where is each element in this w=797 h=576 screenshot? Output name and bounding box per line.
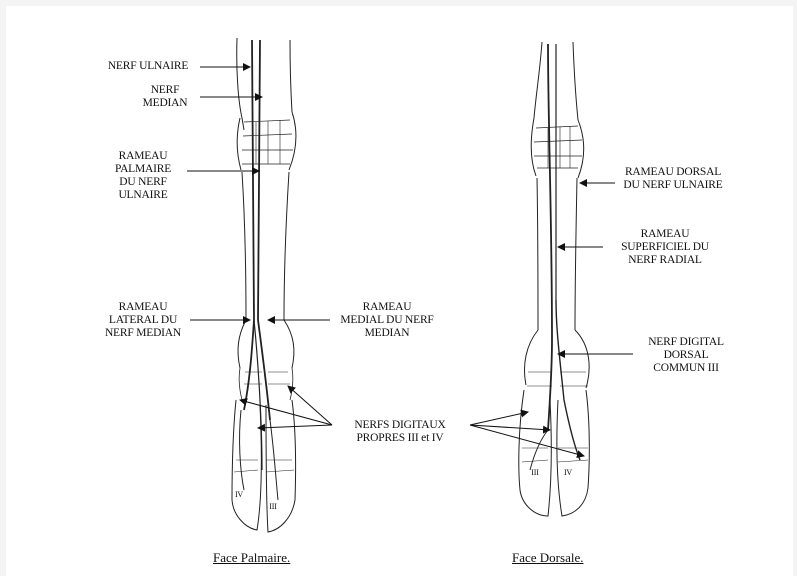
label-nerf-median: NERF MEDIAN: [130, 84, 200, 110]
caption-face-palmaire: Face Palmaire.: [213, 550, 290, 566]
digit-mark-palmar-iv: IV: [231, 488, 247, 501]
label-rameau-palmaire: RAMEAU PALMAIRE DU NERF ULNAIRE: [102, 150, 184, 202]
digit-mark-dorsal-iii: III: [526, 466, 544, 479]
caption-face-dorsale: Face Dorsale.: [512, 550, 583, 566]
digit-mark-palmar-iii: III: [264, 500, 282, 513]
label-nerf-digital-dorsal: NERF DIGITAL DORSAL COMMUN III: [636, 336, 736, 375]
dorsal-limb-drawing: [519, 42, 590, 516]
label-rameau-superficiel: RAMEAU SUPERFICIEL DU NERF RADIAL: [610, 228, 720, 267]
label-nerf-ulnaire: NERF ULNAIRE: [98, 60, 198, 73]
label-rameau-dorsal: RAMEAU DORSAL DU NERF ULNAIRE: [613, 166, 733, 192]
palmar-limb-drawing: [232, 38, 296, 532]
label-rameau-lateral: RAMEAU LATERAL DU NERF MEDIAN: [98, 301, 188, 340]
digit-mark-dorsal-iv: IV: [560, 466, 576, 479]
label-nerfs-digitaux: NERFS DIGITAUX PROPRES III et IV: [340, 419, 460, 445]
label-rameau-medial: RAMEAU MEDIAL DU NERF MEDIAN: [336, 301, 438, 340]
